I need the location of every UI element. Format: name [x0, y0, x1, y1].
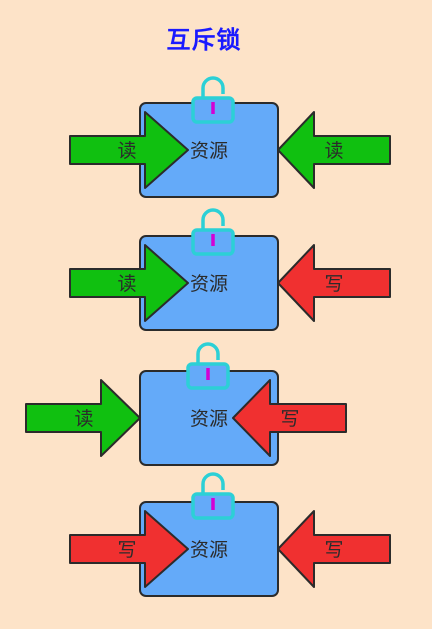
padlock-icon: [186, 342, 230, 390]
resource-panel-3: 资源 读 写: [25, 342, 347, 466]
right-arrow-label: 写: [280, 408, 299, 430]
left-read-arrow: [69, 111, 189, 189]
resource-panel-2: 资源 读 写: [69, 208, 391, 331]
left-read-arrow: [25, 379, 141, 457]
padlock-icon: [191, 208, 235, 256]
resource-panel-4: 资源 写 写: [69, 472, 391, 597]
left-read-arrow: [69, 244, 189, 322]
right-write-arrow: [277, 244, 391, 322]
left-arrow-label: 读: [117, 140, 136, 162]
padlock-shackle: [201, 76, 225, 98]
right-write-arrow: [232, 379, 347, 457]
diagram-title: 互斥锁: [166, 26, 242, 54]
right-arrow-label: 写: [324, 273, 343, 295]
resource-label: 资源: [190, 273, 228, 295]
left-arrow-label: 写: [117, 539, 136, 561]
padlock-shackle: [196, 342, 220, 364]
resource-label: 资源: [190, 539, 228, 561]
padlock-icon: [191, 472, 235, 520]
right-read-arrow: [277, 111, 391, 189]
resource-label: 资源: [190, 140, 228, 162]
left-arrow-label: 读: [74, 408, 93, 430]
resource-label: 资源: [190, 408, 228, 430]
padlock-icon: [191, 76, 235, 124]
left-write-arrow: [69, 510, 189, 588]
right-write-arrow: [277, 510, 391, 588]
left-arrow-label: 读: [117, 273, 136, 295]
right-arrow-label: 写: [324, 539, 343, 561]
right-arrow-label: 读: [324, 140, 343, 162]
resource-panel-1: 资源 读 读: [69, 76, 391, 198]
padlock-shackle: [201, 208, 225, 230]
padlock-shackle: [201, 472, 225, 494]
